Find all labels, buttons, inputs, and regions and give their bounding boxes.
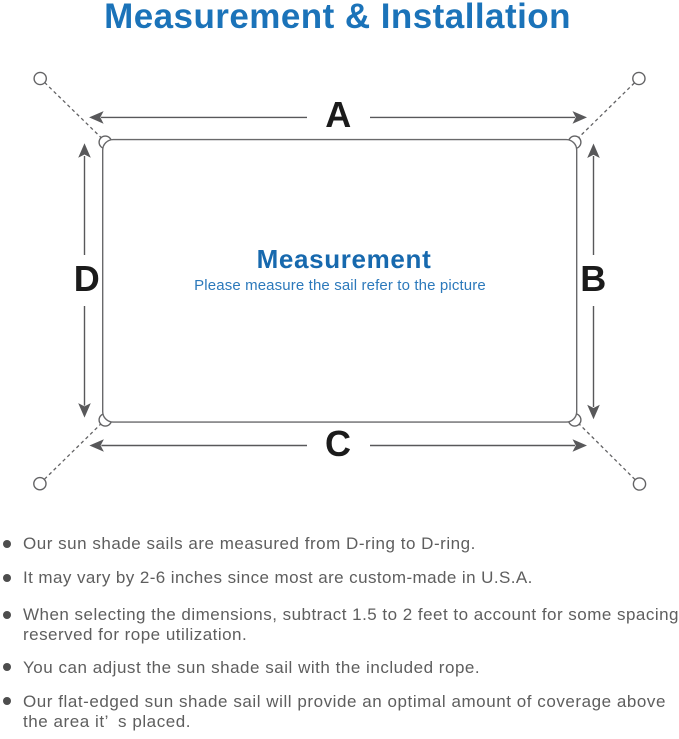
svg-text:C: C (325, 423, 351, 464)
svg-text:A: A (325, 94, 351, 135)
svg-text:D: D (74, 258, 100, 299)
svg-text:B: B (580, 258, 606, 299)
